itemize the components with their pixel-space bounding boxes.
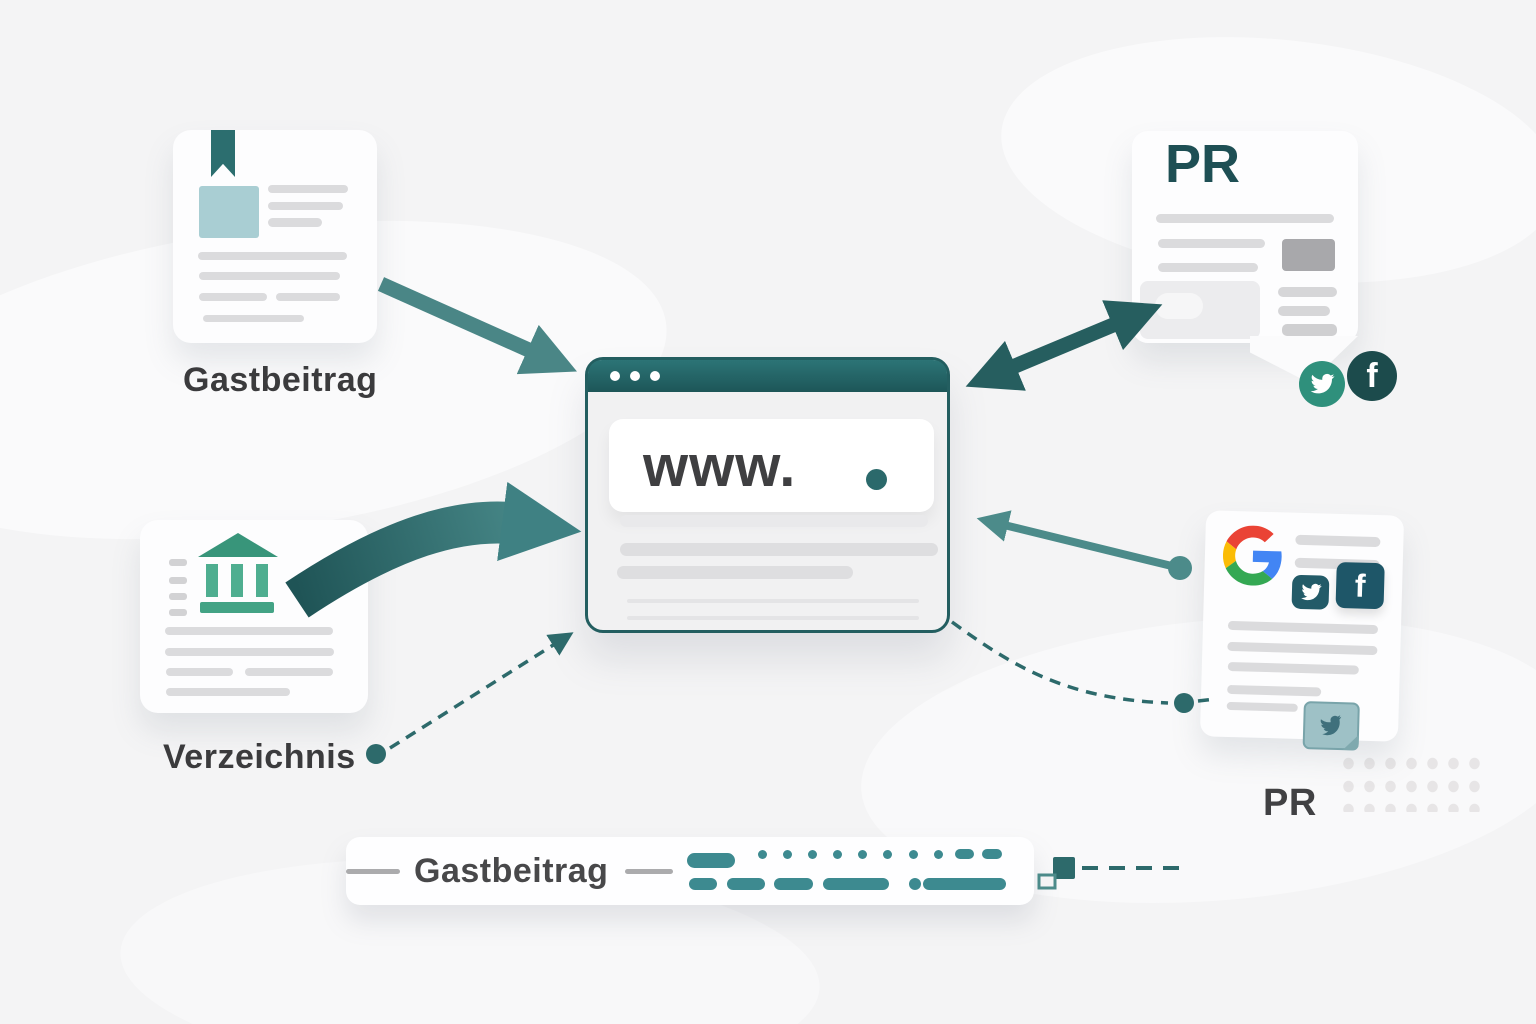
article-thumbnail bbox=[199, 186, 259, 238]
text-line bbox=[199, 272, 340, 280]
stamp-fold bbox=[1343, 734, 1359, 750]
morse-dot bbox=[833, 850, 842, 859]
pr-google-card: f bbox=[1199, 510, 1405, 751]
guest-post-label: Gastbeitrag bbox=[183, 361, 378, 399]
text-line bbox=[166, 668, 233, 676]
content-line bbox=[627, 599, 919, 603]
morse-dot bbox=[934, 850, 943, 859]
bank-column bbox=[206, 564, 218, 597]
text-line bbox=[1227, 684, 1322, 697]
pr-card-title: PR bbox=[1165, 134, 1241, 194]
bookmark-icon bbox=[211, 130, 235, 177]
morse-dot bbox=[808, 850, 817, 859]
text-line bbox=[198, 252, 347, 260]
arrow-site-pr-bidirectional bbox=[965, 300, 1163, 391]
text-line bbox=[1282, 324, 1337, 336]
window-dot bbox=[650, 371, 660, 381]
text-line bbox=[1227, 620, 1379, 635]
list-dash bbox=[169, 559, 187, 566]
list-dash bbox=[169, 593, 187, 600]
bank-column bbox=[256, 564, 268, 597]
facebook-icon: f bbox=[1335, 561, 1385, 610]
stamp-badge bbox=[1302, 701, 1360, 751]
twitter-icon bbox=[1299, 361, 1345, 407]
directory-card bbox=[140, 520, 368, 713]
highlight-pill bbox=[1155, 293, 1203, 319]
directory-label: Verzeichnis bbox=[163, 738, 356, 776]
list-dash bbox=[169, 609, 187, 616]
text-line bbox=[1158, 263, 1258, 272]
browser-titlebar bbox=[588, 360, 947, 392]
bank-icon bbox=[198, 532, 278, 626]
dot-grid-pattern bbox=[1338, 752, 1490, 812]
facebook-letter: f bbox=[1366, 356, 1378, 395]
text-line bbox=[1295, 534, 1381, 548]
morse-dash bbox=[982, 849, 1002, 859]
text-line bbox=[245, 668, 333, 676]
text-line bbox=[165, 627, 333, 635]
guest-post-card bbox=[173, 130, 377, 343]
pr-press-card: PR bbox=[1132, 131, 1358, 343]
facebook-icon: f bbox=[1347, 351, 1397, 401]
bar-dash bbox=[625, 869, 673, 874]
morse-dot bbox=[858, 850, 867, 859]
text-line bbox=[276, 293, 340, 301]
text-line bbox=[268, 202, 343, 210]
text-line bbox=[1226, 701, 1298, 712]
text-line bbox=[199, 293, 267, 301]
morse-dot bbox=[883, 850, 892, 859]
url-bar: www. bbox=[609, 419, 934, 512]
text-line bbox=[1278, 287, 1337, 297]
morse-dash bbox=[727, 878, 765, 890]
text-line bbox=[1158, 239, 1265, 248]
google-icon bbox=[1222, 525, 1284, 592]
bank-column bbox=[231, 564, 243, 597]
dashed-start-dot bbox=[366, 744, 386, 764]
url-domain-dot bbox=[866, 469, 887, 490]
text-line bbox=[1227, 661, 1359, 675]
arrow-google-to-site bbox=[976, 510, 1181, 572]
text-line bbox=[1156, 214, 1334, 223]
morse-dot bbox=[909, 850, 918, 859]
morse-dash bbox=[923, 878, 1006, 890]
bar-dash bbox=[346, 869, 400, 874]
morse-dash bbox=[823, 878, 889, 890]
morse-dash bbox=[955, 849, 974, 859]
text-line bbox=[166, 688, 290, 696]
list-dash bbox=[169, 577, 187, 584]
morse-dash bbox=[687, 853, 735, 868]
morse-dot bbox=[758, 850, 767, 859]
text-line bbox=[1278, 306, 1330, 316]
bank-base bbox=[200, 602, 274, 613]
content-line bbox=[627, 616, 919, 620]
text-line bbox=[268, 185, 348, 193]
window-dot bbox=[630, 371, 640, 381]
text-line bbox=[268, 218, 322, 227]
browser-window: www. bbox=[585, 357, 950, 633]
text-line bbox=[203, 315, 304, 322]
bank-roof bbox=[198, 533, 278, 557]
twitter-icon bbox=[1291, 574, 1330, 610]
facebook-letter: f bbox=[1354, 566, 1366, 604]
dashed-link-directory bbox=[389, 632, 574, 750]
morse-dash bbox=[689, 878, 717, 890]
morse-dash bbox=[774, 878, 813, 890]
anchor-text-label: Gastbeitrag bbox=[414, 852, 609, 890]
anchor-text-bar: Gastbeitrag bbox=[346, 837, 1034, 905]
text-line bbox=[165, 648, 334, 656]
arrow-start-dot bbox=[1168, 556, 1192, 580]
url-text: www. bbox=[643, 434, 797, 499]
content-line bbox=[617, 566, 853, 579]
window-dot bbox=[610, 371, 620, 381]
image-block bbox=[1282, 239, 1335, 271]
morse-dot bbox=[783, 850, 792, 859]
text-line bbox=[1227, 641, 1378, 656]
morse-dot bbox=[909, 878, 921, 890]
content-line bbox=[620, 515, 928, 527]
pr-google-label: PR bbox=[1263, 782, 1317, 824]
content-line bbox=[620, 543, 938, 556]
